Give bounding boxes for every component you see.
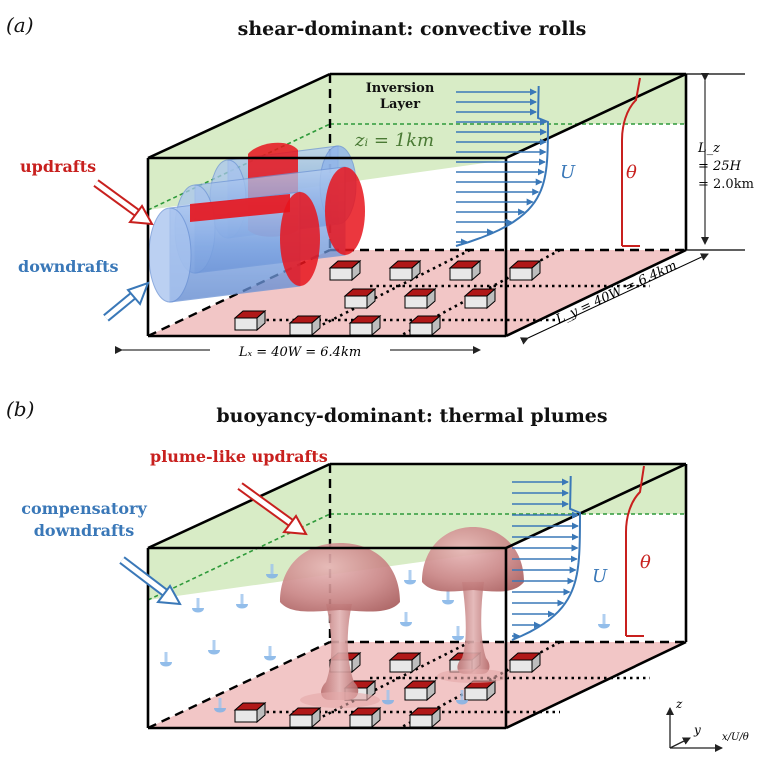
roughness-block xyxy=(388,259,422,282)
velocity-profile-b xyxy=(511,475,581,641)
downdraft-puff xyxy=(160,652,172,667)
downdraft-puff xyxy=(236,594,248,609)
downdrafts-label-a: downdrafts xyxy=(18,257,119,276)
roughness-block xyxy=(403,679,437,702)
downdraft-puff xyxy=(452,626,464,641)
theta-profile-a xyxy=(621,77,641,246)
thermal-plume-1 xyxy=(280,543,400,708)
roughness-block xyxy=(233,701,267,724)
convective-rolls xyxy=(148,142,365,303)
axis-y-label: y xyxy=(693,723,701,737)
downdraft-puff xyxy=(442,590,454,605)
lz-label-3: = 2.0km xyxy=(698,177,754,192)
downdraft-puff xyxy=(214,698,226,713)
downdraft-puff xyxy=(192,598,204,613)
inversion-label-2: Layer xyxy=(380,97,420,112)
roughness-block xyxy=(343,287,377,310)
roughness-block xyxy=(408,706,442,729)
roughness-block xyxy=(233,309,267,332)
roughness-block xyxy=(508,651,542,674)
updrafts-label-b: plume-like updrafts xyxy=(150,447,328,466)
theta-label-b: θ xyxy=(640,552,651,573)
roughness-block xyxy=(408,314,442,337)
downdrafts-label-b-2: downdrafts xyxy=(34,521,135,540)
panel-b: (b) buoyancy-dominant: thermal plumes xyxy=(6,397,688,730)
downdraft-puff xyxy=(598,614,610,629)
axis-x-label: x/U/θ xyxy=(722,732,749,743)
lx-label: Lₓ = 40W = 6.4km xyxy=(238,345,361,360)
roughness-block xyxy=(508,259,542,282)
downdraft-arrow-b xyxy=(119,556,182,606)
theta-label-a: θ xyxy=(626,162,637,183)
downdrafts-label-b-1: compensatory xyxy=(21,499,147,518)
panel-b-tag: (b) xyxy=(6,397,34,421)
inversion-back-a xyxy=(330,74,686,124)
updraft-arrow-b xyxy=(237,482,308,536)
u-profile-curve xyxy=(455,85,549,247)
u-label-a: U xyxy=(560,162,576,183)
downdraft-puff xyxy=(456,690,468,705)
downdraft-puff xyxy=(404,570,416,585)
inversion-label-1: Inversion xyxy=(366,81,435,96)
downdraft-puff xyxy=(264,646,276,661)
thermal-plume-2 xyxy=(422,527,524,683)
panel-b-title: buoyancy-dominant: thermal plumes xyxy=(216,405,607,427)
panel-a-tag: (a) xyxy=(6,13,34,37)
roughness-block xyxy=(288,706,322,729)
u-profile-curve xyxy=(511,475,581,641)
lz-label-1: L_z xyxy=(697,141,720,156)
updraft-arrow-a xyxy=(93,179,154,226)
axis-z-label: z xyxy=(675,697,683,711)
roughness-block xyxy=(403,287,437,310)
downdraft-puff xyxy=(382,690,394,705)
theta-profile-b xyxy=(625,465,645,636)
roughness-block xyxy=(448,259,482,282)
axes-triad: z y x/U/θ xyxy=(666,697,749,752)
roughness-block xyxy=(348,314,382,337)
downdraft-puff xyxy=(208,640,220,655)
downdraft-puff xyxy=(266,564,278,579)
roughness-block xyxy=(388,651,422,674)
panel-a: (a) shear-dominant: convective rolls xyxy=(6,13,754,360)
downdraft-arrow-a xyxy=(103,281,150,322)
roughness-block xyxy=(288,314,322,337)
downdraft-puff xyxy=(400,612,412,627)
lz-label-2: = 25H xyxy=(698,159,742,174)
roughness-block xyxy=(348,706,382,729)
u-label-b: U xyxy=(592,566,608,587)
panel-a-title: shear-dominant: convective rolls xyxy=(238,18,587,40)
roughness-block xyxy=(463,679,497,702)
zi-label: zᵢ = 1km xyxy=(354,130,434,151)
velocity-profile-a xyxy=(455,85,549,247)
roughness-block xyxy=(463,287,497,310)
updrafts-label-a: updrafts xyxy=(20,157,96,176)
roughness-block xyxy=(328,259,362,282)
downdraft-puffs xyxy=(160,564,610,713)
